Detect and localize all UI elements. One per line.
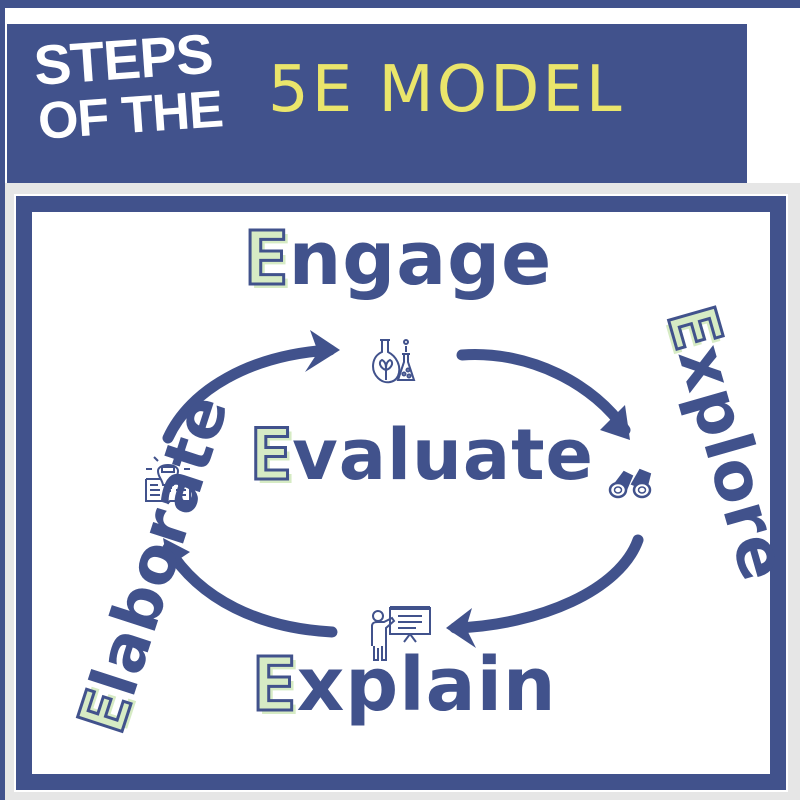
teacher-presentation-icon	[371, 606, 431, 661]
science-flasks-icon	[372, 339, 416, 384]
engage-rest: ngage	[288, 216, 553, 302]
arrowhead-explore	[600, 405, 630, 440]
engage-initial: E	[243, 216, 291, 302]
explain-rest: xplain	[296, 642, 557, 728]
arrowhead-explain	[446, 608, 476, 648]
arrow-elaborate-to-engage	[162, 344, 336, 444]
arrow-engage-to-explore	[456, 349, 631, 436]
step-engage: Engage	[243, 216, 552, 302]
step-evaluate-center: Evaluate	[248, 414, 594, 496]
diagram-panel	[16, 196, 786, 790]
binoculars-icon	[608, 468, 652, 499]
lightbulb-book-icon	[145, 456, 191, 505]
step-explain: Explain	[251, 642, 557, 728]
evaluate-rest: valuate	[292, 414, 595, 496]
arrow-explain-to-elaborate	[162, 542, 338, 638]
explain-initial: E	[251, 642, 299, 728]
arrowhead-engage	[305, 330, 340, 372]
title-5e-model: 5E MODEL	[268, 53, 625, 127]
title-banner	[7, 24, 747, 184]
evaluate-initial: E	[248, 414, 293, 496]
arrowhead-elaborate	[163, 538, 190, 575]
arrow-explore-to-explain	[449, 534, 644, 634]
